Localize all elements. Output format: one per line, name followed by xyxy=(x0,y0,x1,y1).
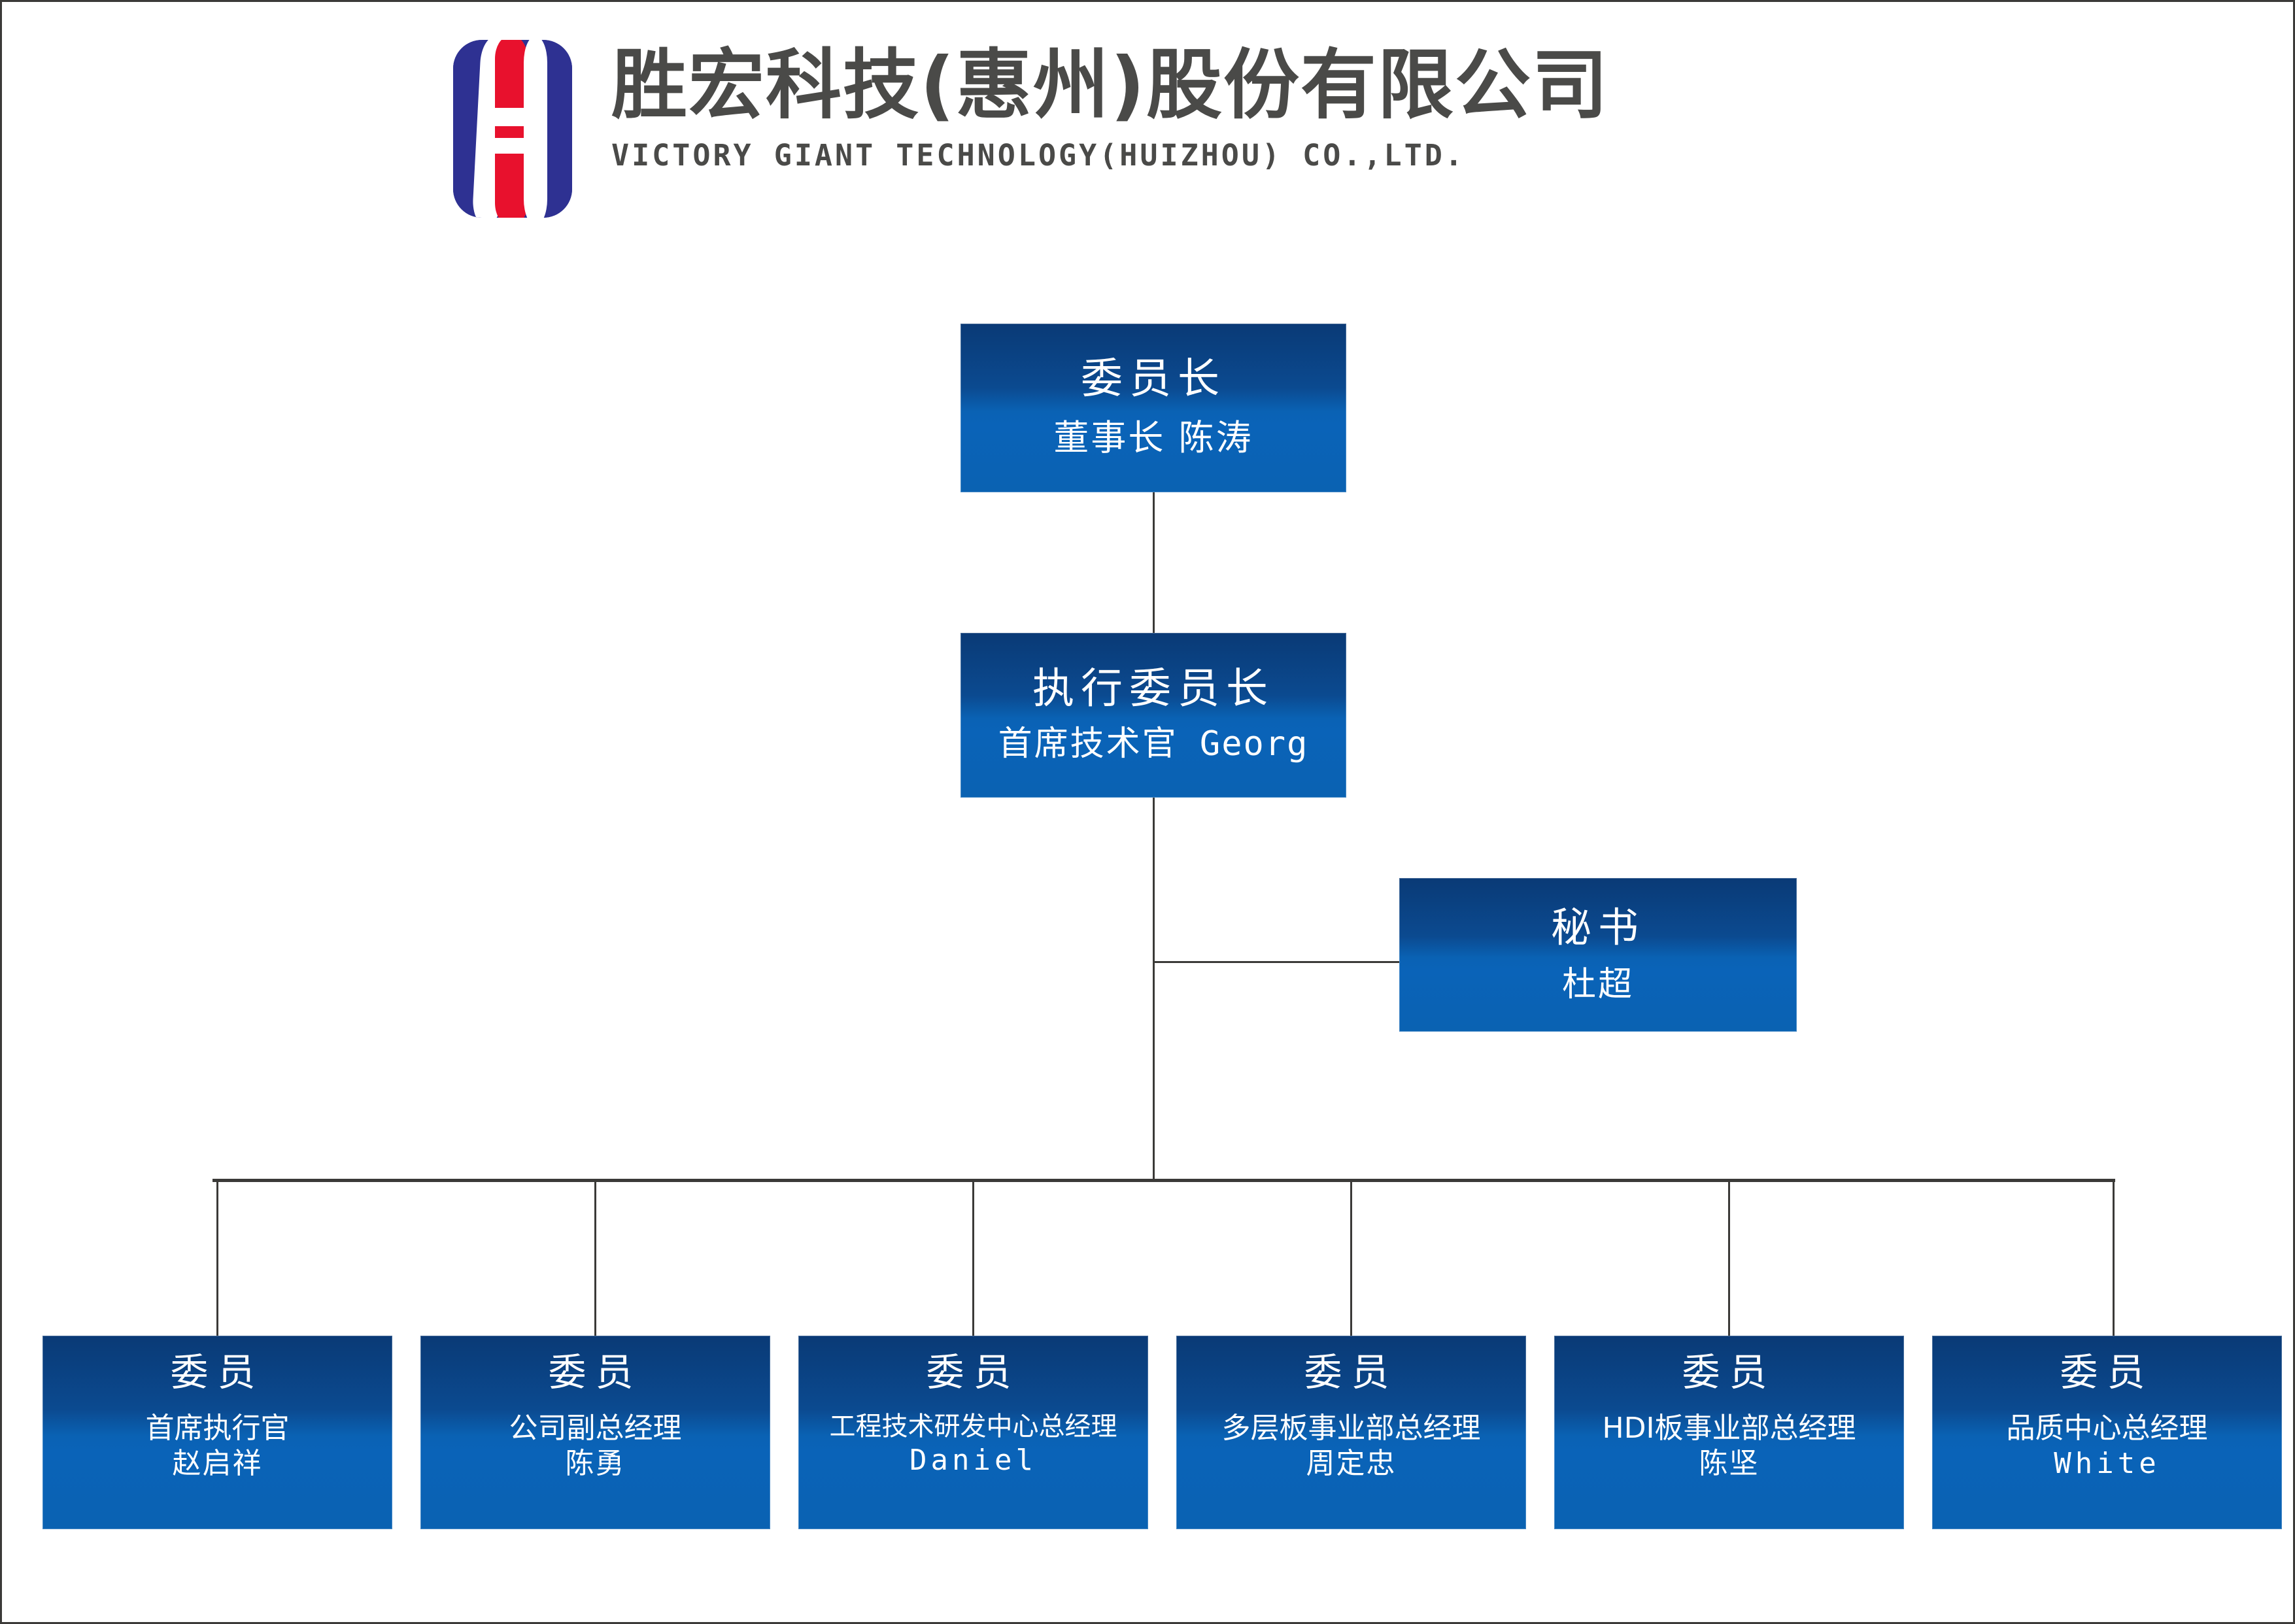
node-person: Daniel xyxy=(910,1443,1037,1477)
node-person: White xyxy=(2054,1446,2160,1480)
node-person: 陈勇 xyxy=(565,1446,626,1480)
org-node-executive[interactable]: 执行委员长 首席技术官 Georg xyxy=(960,633,1346,798)
connector-drop-member-1 xyxy=(216,1180,218,1337)
node-person-name: Georg xyxy=(1199,724,1309,764)
org-node-chairman[interactable]: 委员长 董事长 陈涛 xyxy=(960,324,1346,492)
node-title: 委员 xyxy=(548,1350,643,1395)
node-role: HDI板事业部总经理 xyxy=(1602,1411,1856,1445)
node-title: 委员长 xyxy=(1081,354,1226,403)
node-subtitle: 杜超 xyxy=(1561,965,1634,1005)
node-person xyxy=(1178,724,1200,764)
org-node-member-1[interactable]: 委员 首席执行官 赵启祥 xyxy=(42,1336,392,1529)
org-node-member-5[interactable]: 委员 HDI板事业部总经理 陈坚 xyxy=(1554,1336,1904,1529)
node-role: 公司副总经理 xyxy=(509,1411,682,1445)
connector-executive-stem xyxy=(1153,798,1155,1180)
node-role: 首席技术官 xyxy=(998,724,1178,764)
connector-drop-member-2 xyxy=(594,1180,596,1337)
node-person: 周定忠 xyxy=(1306,1446,1397,1480)
node-person: 赵启祥 xyxy=(172,1446,263,1480)
connector-chairman-to-executive xyxy=(1153,492,1155,633)
node-title: 委员 xyxy=(170,1350,265,1395)
connector-drop-member-5 xyxy=(1728,1180,1730,1337)
org-node-member-3[interactable]: 委员 工程技术研发中心总经理 Daniel xyxy=(798,1336,1148,1529)
node-title: 秘书 xyxy=(1550,903,1645,951)
company-header: 胜宏科技(惠州)股份有限公司 VICTORY GIANT TECHNOLOGY(… xyxy=(453,40,1609,218)
node-role: 工程技术研发中心总经理 xyxy=(829,1411,1117,1442)
victory-giant-logo-icon xyxy=(453,40,572,218)
node-title: 委员 xyxy=(926,1350,1021,1395)
node-subtitle: 董事长 陈涛 xyxy=(1053,417,1253,459)
node-title: 委员 xyxy=(2060,1350,2154,1395)
connector-drop-member-6 xyxy=(2113,1180,2115,1337)
node-subtitle: 首席技术官 Georg xyxy=(960,724,1346,764)
company-wordmark: 胜宏科技(惠州)股份有限公司 VICTORY GIANT TECHNOLOGY(… xyxy=(611,40,1609,173)
org-node-secretary[interactable]: 秘书 杜超 xyxy=(1399,878,1797,1032)
connector-member-bus xyxy=(212,1179,2115,1182)
org-node-member-6[interactable]: 委员 品质中心总经理 White xyxy=(1932,1336,2282,1529)
node-role: 多层板事业部总经理 xyxy=(1221,1411,1481,1445)
node-role: 首席执行官 xyxy=(145,1411,290,1445)
node-title: 执行委员长 xyxy=(1032,664,1274,713)
org-node-member-2[interactable]: 委员 公司副总经理 陈勇 xyxy=(420,1336,770,1529)
node-title: 委员 xyxy=(1682,1350,1776,1395)
company-name-cn: 胜宏科技(惠州)股份有限公司 xyxy=(611,41,1610,129)
connector-drop-member-4 xyxy=(1350,1180,1352,1337)
node-person: 陈坚 xyxy=(1699,1446,1760,1480)
company-name-en: VICTORY GIANT TECHNOLOGY(HUIZHOU) CO.,LT… xyxy=(611,138,1465,173)
node-role: 品质中心总经理 xyxy=(2006,1411,2208,1445)
org-node-member-4[interactable]: 委员 多层板事业部总经理 周定忠 xyxy=(1176,1336,1526,1529)
connector-executive-to-secretary xyxy=(1153,961,1401,963)
node-title: 委员 xyxy=(1304,1350,1399,1395)
connector-drop-member-3 xyxy=(972,1180,974,1337)
